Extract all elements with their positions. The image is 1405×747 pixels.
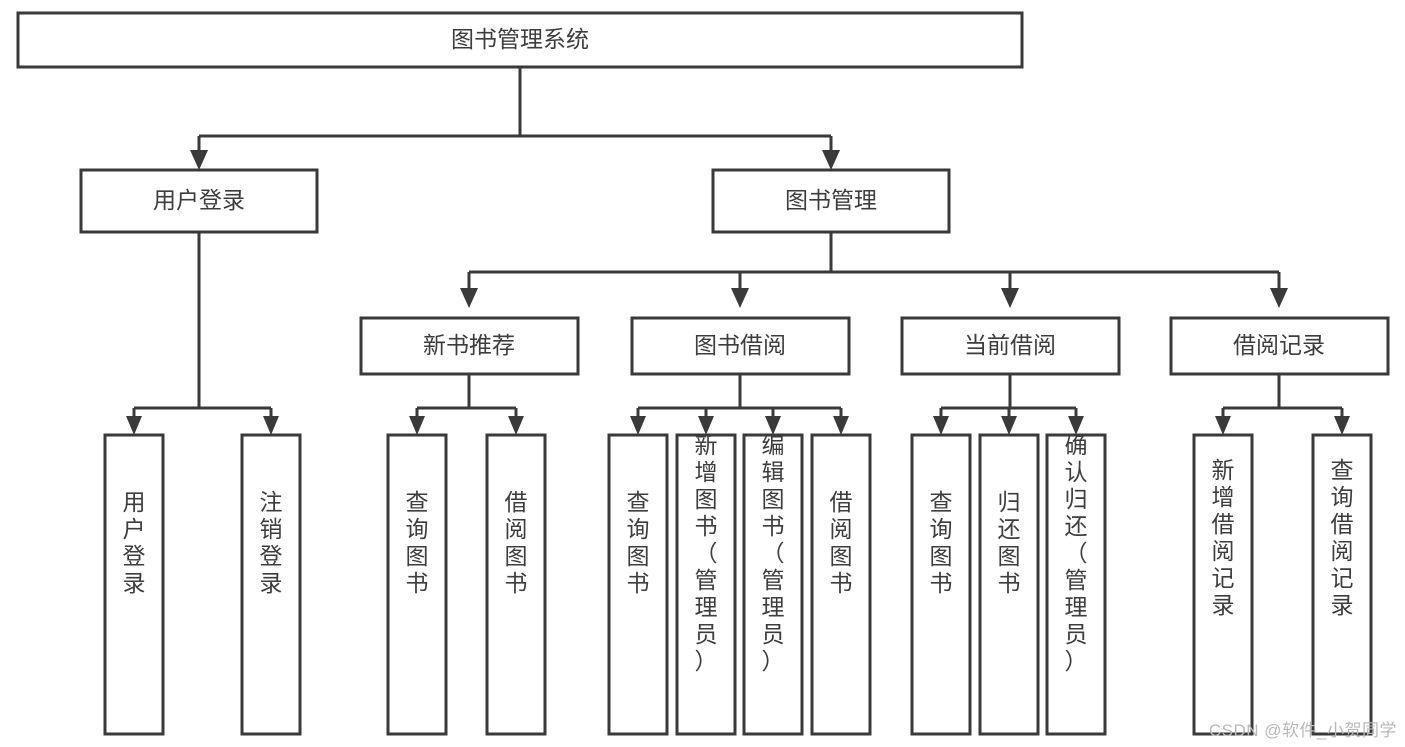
- node-current-borrow-label: 当前借阅: [964, 332, 1056, 358]
- arrow-to-leaf-user-login: [126, 416, 142, 435]
- connector-group-user-login: [126, 232, 279, 435]
- node-leaf-query-book-2-box[interactable]: [607, 433, 669, 736]
- node-book-borrow[interactable]: 图书借阅: [630, 316, 851, 376]
- arrow-to-leaf-query-record: [1334, 416, 1350, 435]
- connector-group-new-book-recommend: [409, 374, 524, 435]
- arrow-to-leaf-add-record: [1215, 416, 1231, 435]
- node-leaf-borrow-book-1-box[interactable]: [485, 433, 547, 736]
- arrow-to-new-book-recommend: [460, 288, 478, 308]
- node-leaf-return-book-box[interactable]: [978, 433, 1040, 736]
- node-borrow-record-label: 借阅记录: [1233, 332, 1325, 358]
- node-leaf-query-book-3-label: 查询图书: [930, 489, 953, 596]
- node-leaf-borrow-book-2[interactable]: 借阅图书: [810, 433, 872, 736]
- node-borrow-record[interactable]: 借阅记录: [1169, 316, 1390, 376]
- node-book-borrow-label: 图书借阅: [694, 332, 786, 358]
- node-borrow-record-box[interactable]: [1169, 316, 1390, 376]
- node-leaf-query-book-2[interactable]: 查询图书: [607, 433, 669, 736]
- node-leaf-borrow-book-1-label: 借阅图书: [505, 489, 528, 596]
- arrow-to-leaf-borrow-book-1: [508, 416, 524, 435]
- node-leaf-query-book-1-label: 查询图书: [406, 489, 429, 596]
- node-new-book-recommend-label: 新书推荐: [423, 332, 515, 358]
- node-leaf-logout-box[interactable]: [240, 433, 302, 736]
- node-leaf-confirm-return-box[interactable]: [1045, 433, 1107, 736]
- arrow-to-book-borrow: [731, 288, 749, 308]
- node-leaf-borrow-book-1[interactable]: 借阅图书: [485, 433, 547, 736]
- arrow-to-current-borrow: [1001, 288, 1019, 308]
- node-leaf-query-book-3[interactable]: 查询图书: [910, 433, 972, 736]
- node-leaf-logout[interactable]: 注销登录: [240, 433, 302, 736]
- node-leaf-query-book-1-box[interactable]: [386, 433, 448, 736]
- node-root-box[interactable]: [16, 11, 1024, 69]
- node-user-login-label: 用户登录: [153, 187, 245, 213]
- node-current-borrow[interactable]: 当前借阅: [900, 316, 1121, 376]
- node-leaf-edit-book[interactable]: 编辑图书（管理员）: [742, 432, 804, 736]
- arrow-to-leaf-query-book-1: [409, 416, 425, 435]
- node-leaf-query-record-label: 查询借阅记录: [1331, 457, 1354, 618]
- node-leaf-confirm-return-label: 确认归还（管理员）: [1065, 432, 1088, 674]
- node-user-login[interactable]: 用户登录: [79, 168, 319, 234]
- arrow-to-leaf-query-book-3: [933, 416, 949, 435]
- arrow-to-leaf-edit-book: [765, 416, 781, 435]
- connector-group-book-borrow: [630, 374, 849, 435]
- node-leaf-add-record-box[interactable]: [1192, 433, 1254, 736]
- node-leaf-return-book[interactable]: 归还图书: [978, 433, 1040, 736]
- connector-group-current-borrow: [933, 374, 1084, 435]
- node-new-book-recommend-box[interactable]: [359, 316, 580, 376]
- csdn-watermark: CSDN @软件_小贺同学: [1208, 721, 1397, 740]
- connector-group-book-manage: [460, 232, 1288, 308]
- node-leaf-add-book[interactable]: 新增图书（管理员）: [675, 432, 737, 736]
- node-leaf-edit-book-box[interactable]: [742, 433, 804, 736]
- arrow-to-leaf-logout: [263, 416, 279, 435]
- node-book-borrow-box[interactable]: [630, 316, 851, 376]
- node-leaf-borrow-book-2-label: 借阅图书: [830, 489, 853, 596]
- arrow-to-borrow-record: [1270, 288, 1288, 308]
- node-leaf-user-login-box[interactable]: [103, 433, 165, 736]
- connector-group-root: [190, 67, 840, 170]
- connector-group-borrow-record: [1215, 374, 1350, 435]
- node-root[interactable]: 图书管理系统: [16, 11, 1024, 69]
- arrow-to-book-manage: [822, 150, 840, 170]
- node-leaf-user-login[interactable]: 用户登录: [103, 433, 165, 736]
- node-leaf-add-record[interactable]: 新增借阅记录: [1192, 433, 1254, 736]
- node-leaf-confirm-return[interactable]: 确认归还（管理员）: [1045, 432, 1107, 736]
- arrow-to-leaf-add-book: [698, 416, 714, 435]
- node-leaf-logout-label: 注销登录: [260, 489, 283, 596]
- node-leaf-query-record-box[interactable]: [1311, 433, 1373, 736]
- node-leaf-borrow-book-2-box[interactable]: [810, 433, 872, 736]
- arrow-to-leaf-query-book-2: [630, 416, 646, 435]
- node-leaf-return-book-label: 归还图书: [998, 489, 1021, 596]
- node-book-manage[interactable]: 图书管理: [711, 168, 951, 234]
- node-leaf-query-book-3-box[interactable]: [910, 433, 972, 736]
- arrow-to-leaf-return-book: [1001, 416, 1017, 435]
- arrow-to-leaf-confirm-return: [1068, 416, 1084, 435]
- node-leaf-edit-book-label: 编辑图书（管理员）: [762, 432, 785, 674]
- node-root-label: 图书管理系统: [451, 26, 589, 52]
- node-leaf-query-record[interactable]: 查询借阅记录: [1311, 433, 1373, 736]
- node-book-manage-label: 图书管理: [785, 187, 877, 213]
- node-leaf-add-book-label: 新增图书（管理员）: [695, 432, 718, 674]
- node-current-borrow-box[interactable]: [900, 316, 1121, 376]
- node-leaf-add-book-box[interactable]: [675, 433, 737, 736]
- node-leaf-add-record-label: 新增借阅记录: [1212, 457, 1235, 618]
- node-user-login-box[interactable]: [79, 168, 319, 234]
- arrow-to-leaf-borrow-book-2: [833, 416, 849, 435]
- node-book-manage-box[interactable]: [711, 168, 951, 234]
- node-leaf-query-book-2-label: 查询图书: [627, 489, 650, 596]
- node-leaf-user-login-label: 用户登录: [123, 489, 146, 596]
- node-leaf-query-book-1[interactable]: 查询图书: [386, 433, 448, 736]
- arrow-to-user-login: [190, 150, 208, 170]
- node-new-book-recommend[interactable]: 新书推荐: [359, 316, 580, 376]
